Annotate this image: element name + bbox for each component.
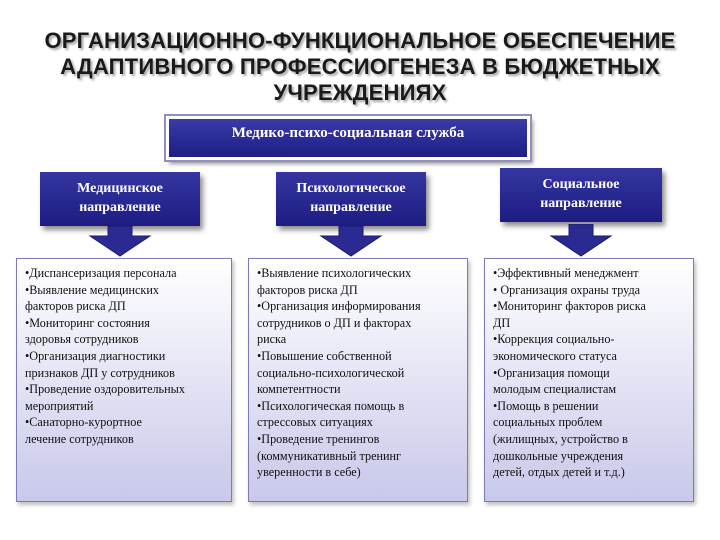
list-item: •Выявление медицинских xyxy=(25,282,159,297)
down-arrow-icon xyxy=(319,226,383,257)
list-item: компетентности xyxy=(257,382,341,397)
page-title: ОРГАНИЗАЦИОННО-ФУНКЦИОНАЛЬНОЕ ОБЕСПЕЧЕНИ… xyxy=(0,28,720,106)
list-item: •Коррекция социально- xyxy=(493,332,615,347)
title-line-2: АДАПТИВНОГО ПРОФЕССИОГЕНЕЗА В БЮДЖЕТНЫХ xyxy=(60,54,660,79)
list-item: • Организация охраны труда xyxy=(493,282,641,297)
title-line-1: ОРГАНИЗАЦИОННО-ФУНКЦИОНАЛЬНОЕ ОБЕСПЕЧЕНИ… xyxy=(44,28,676,53)
list-item: социальных проблем xyxy=(493,415,603,430)
psychological-tasks-panel: •Выявление психологических факторов риск… xyxy=(248,258,468,502)
list-item: •Проведение оздоровительных xyxy=(25,382,185,397)
list-item: социально-психологической xyxy=(257,365,405,380)
list-item: здоровья сотрудников xyxy=(25,332,139,347)
psychological-direction-box: Психологическое направление xyxy=(276,172,426,226)
list-item: •Эффективный менеджмент xyxy=(493,266,639,280)
medical-direction-line-2: направление xyxy=(79,200,161,215)
list-item: •Организация информирования xyxy=(257,299,421,314)
list-item: лечение сотрудников xyxy=(25,431,134,446)
list-item: стрессовых ситуациях xyxy=(257,415,373,430)
list-item: •Организация помощи xyxy=(493,365,610,380)
list-item: риска xyxy=(257,332,287,347)
list-item: (жилищных, устройство в xyxy=(493,431,628,446)
list-item: дошкольные учреждения xyxy=(493,448,624,463)
list-item: детей, отдых детей и т.д.) xyxy=(493,465,625,480)
list-item: •Санаторно-курортное xyxy=(25,415,142,430)
list-item: факторов риска ДП xyxy=(25,299,126,314)
social-tasks-panel: •Эффективный менеджмент • Организация ох… xyxy=(484,258,694,502)
social-direction-line-1: Социальное xyxy=(542,177,620,192)
list-item: •Проведение тренингов xyxy=(257,431,380,446)
list-item: •Мониторинг факторов риска xyxy=(493,299,646,314)
list-item: признаков ДП у сотрудников xyxy=(25,365,175,380)
list-item: •Диспансеризация персонала xyxy=(25,266,177,280)
list-item: сотрудников о ДП и факторах xyxy=(257,315,412,330)
list-item: мероприятий xyxy=(25,398,94,413)
psychological-direction-line-2: направление xyxy=(310,200,392,215)
list-item: уверенности в себе) xyxy=(257,465,361,480)
list-item: •Психологическая помощь в xyxy=(257,398,405,413)
list-item: •Мониторинг состояния xyxy=(25,315,150,330)
title-line-3: УЧРЕЖДЕНИЯХ xyxy=(273,80,447,105)
service-box: Медико-психо-социальная служба xyxy=(164,114,532,162)
list-item: молодым специалистам xyxy=(493,382,617,397)
social-direction-box: Социальное направление xyxy=(500,168,662,222)
list-item: •Выявление психологических xyxy=(257,266,412,280)
medical-direction-box: Медицинское направление xyxy=(40,172,200,226)
medical-direction-line-1: Медицинское xyxy=(77,181,163,196)
down-arrow-icon xyxy=(88,226,152,257)
list-item: факторов риска ДП xyxy=(257,282,358,297)
list-item: ДП xyxy=(493,315,511,330)
list-item: экономического статуса xyxy=(493,348,617,363)
social-direction-line-2: направление xyxy=(540,196,622,211)
list-item: (коммуникативный тренинг xyxy=(257,448,402,463)
list-item: •Повышение собственной xyxy=(257,348,392,363)
list-item: •Помощь в решении xyxy=(493,398,599,413)
medical-tasks-panel: •Диспансеризация персонала •Выявление ме… xyxy=(16,258,232,502)
down-arrow-icon xyxy=(549,224,613,257)
psychological-direction-line-1: Психологическое xyxy=(296,181,406,196)
list-item: •Организация диагностики xyxy=(25,348,166,363)
